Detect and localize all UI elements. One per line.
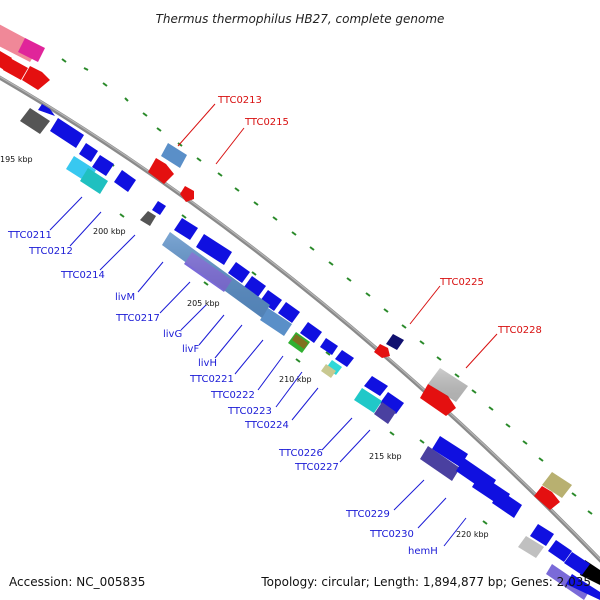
gene-label-ttc0222[interactable]: TTC0222 (210, 390, 255, 401)
gene-label-ttc0223[interactable]: TTC0223 (227, 406, 272, 417)
gene-arrow[interactable] (22, 66, 50, 90)
tick-label-195: 195 kbp (0, 155, 33, 164)
gene-label-ttc0224[interactable]: TTC0224 (244, 420, 289, 431)
gene-block[interactable] (244, 276, 266, 297)
gene-arrow[interactable] (420, 384, 456, 416)
gene-block[interactable] (3, 58, 28, 80)
gene-block[interactable] (20, 108, 50, 134)
gene-label-ttc0217[interactable]: TTC0217 (115, 313, 160, 324)
gene-label-ttc0225[interactable]: TTC0225 (439, 277, 484, 288)
gene-block[interactable] (278, 302, 300, 323)
gene-label-livf[interactable]: livF (182, 344, 199, 355)
gene-arrow[interactable] (374, 344, 390, 358)
gene-block[interactable] (566, 574, 600, 600)
tick-label-215: 215 kbp (369, 452, 402, 461)
gene-label-ttc0226[interactable]: TTC0226 (278, 448, 323, 459)
gene-block[interactable] (492, 490, 522, 518)
gene-block[interactable] (228, 262, 250, 283)
gene-block[interactable] (374, 402, 396, 424)
gene-block[interactable] (260, 290, 282, 311)
gene-label-ttc0221[interactable]: TTC0221 (189, 374, 234, 385)
reverse-genes (20, 104, 600, 600)
gene-label-ttc0229[interactable]: TTC0229 (345, 509, 390, 520)
gene-block[interactable] (530, 524, 554, 546)
gene-block[interactable] (380, 392, 404, 414)
gene-block[interactable] (79, 143, 98, 162)
gene-block[interactable] (140, 211, 156, 226)
gene-label-ttc0227[interactable]: TTC0227 (294, 462, 339, 473)
gene-block[interactable] (114, 170, 136, 192)
gene-arrow[interactable] (534, 486, 560, 510)
gene-block[interactable] (564, 552, 590, 575)
gene-block[interactable] (335, 350, 354, 367)
gene-block[interactable] (420, 446, 460, 481)
accession-text: Accession: NC_005835 (9, 575, 145, 589)
gene-label-ttc0212[interactable]: TTC0212 (28, 246, 73, 257)
gene-block[interactable] (0, 48, 12, 70)
gene-block[interactable] (174, 218, 198, 240)
tick-label-205: 205 kbp (187, 299, 220, 308)
tick-label-200: 200 kbp (93, 227, 126, 236)
gene-block[interactable] (326, 360, 342, 375)
gene-block[interactable] (152, 201, 166, 215)
gene-block[interactable] (18, 38, 45, 62)
gene-block[interactable] (542, 472, 572, 498)
reverse-labels (49, 196, 467, 547)
forward-labels: TTC0213 TTC0215 TTC0225 TTC0228 (177, 95, 542, 369)
gene-label-ttc0230[interactable]: TTC0230 (369, 529, 414, 540)
tick-label-210: 210 kbp (279, 375, 312, 384)
gene-label-hemh[interactable]: hemH (408, 546, 438, 557)
gene-block[interactable] (50, 118, 84, 148)
backbone (0, 75, 600, 563)
gene-block[interactable] (364, 376, 388, 396)
gene-label-ttc0213[interactable]: TTC0213 (217, 95, 262, 106)
gene-block[interactable] (260, 308, 292, 336)
gene-label-ttc0211[interactable]: TTC0211 (7, 230, 52, 241)
gene-label-livg[interactable]: livG (163, 329, 182, 340)
gene-block[interactable] (354, 388, 382, 413)
gene-block[interactable] (432, 436, 468, 467)
topology-summary: Topology: circular; Length: 1,894,877 bp… (260, 575, 591, 589)
kbp-labels: 195 kbp 200 kbp 205 kbp 210 kbp 215 kbp … (0, 155, 489, 539)
gene-block[interactable] (92, 155, 114, 176)
gene-block[interactable] (320, 338, 338, 355)
gene-label-ttc0228[interactable]: TTC0228 (497, 325, 542, 336)
gene-block[interactable] (292, 334, 308, 349)
gene-arrow[interactable] (38, 104, 55, 116)
gene-block[interactable] (80, 168, 108, 194)
gene-block[interactable] (300, 322, 322, 343)
gene-label-livm[interactable]: livM (115, 292, 135, 303)
gene-arrow[interactable] (180, 186, 194, 202)
reverse-label-text: TTC0211 TTC0212 TTC0214 livM TTC0217 liv… (7, 230, 438, 557)
forward-genes (0, 24, 600, 585)
gene-label-livh[interactable]: livH (198, 358, 217, 369)
tick-marks (35, 58, 593, 545)
gene-block[interactable] (161, 143, 187, 168)
gene-label-ttc0215[interactable]: TTC0215 (244, 117, 289, 128)
gene-arrow[interactable] (148, 158, 174, 184)
gene-block[interactable] (196, 234, 232, 265)
gene-block[interactable] (386, 334, 404, 350)
gene-block[interactable] (548, 540, 572, 562)
gene-block[interactable] (321, 364, 336, 378)
tick-label-220: 220 kbp (456, 530, 489, 539)
gene-shading (162, 232, 468, 402)
map-title: Thermus thermophilus HB27, complete geno… (156, 12, 445, 26)
gene-block[interactable] (518, 536, 544, 558)
gene-label-ttc0214[interactable]: TTC0214 (60, 270, 105, 281)
